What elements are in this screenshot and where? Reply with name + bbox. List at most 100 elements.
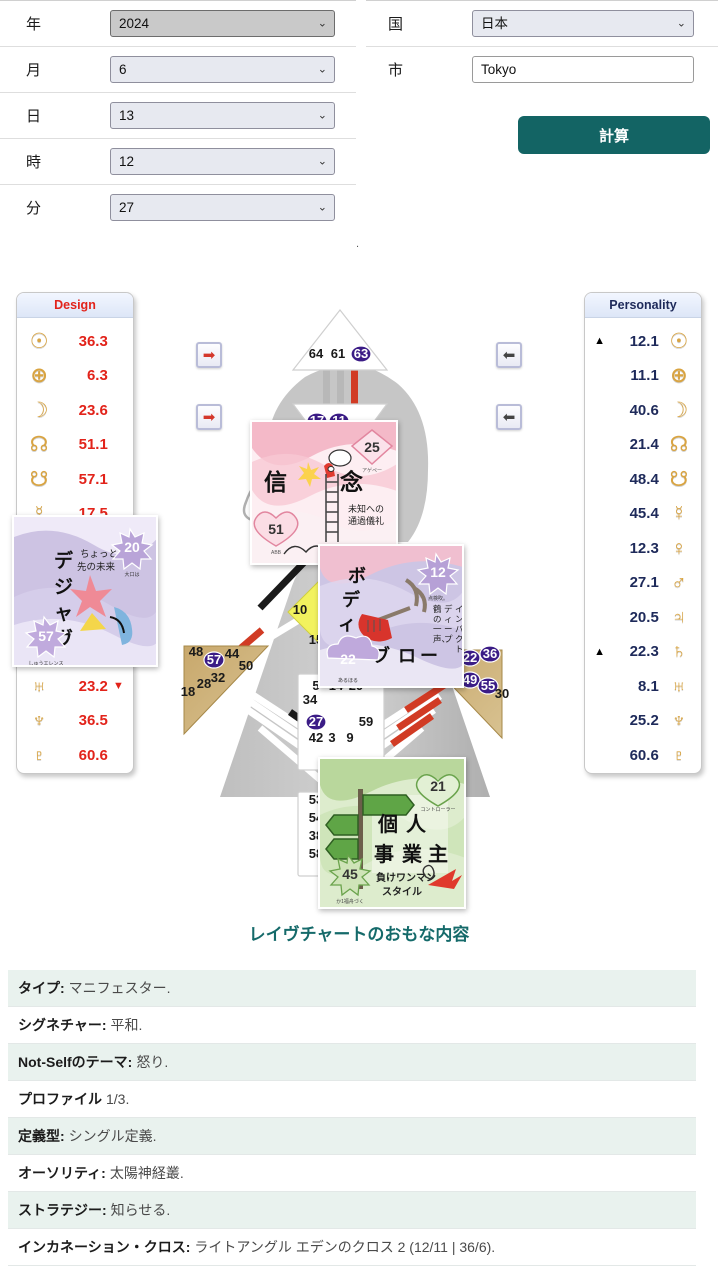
gate-64[interactable]: 64: [309, 346, 324, 361]
gate-5[interactable]: 5: [312, 678, 319, 693]
gate-number-27: 27: [309, 714, 323, 729]
planet-value-design-4: 57.1: [78, 470, 108, 488]
design-panel-header: Design: [17, 293, 133, 318]
info-label-1: シグネチャー:: [18, 1017, 107, 1033]
form-label-3: 時: [26, 154, 42, 171]
uranus-icon: ♅: [31, 674, 47, 698]
gate-50[interactable]: 50: [239, 658, 253, 673]
planet-value-design-1: 6.3: [86, 367, 108, 385]
info-label-3: プロファイル: [18, 1091, 102, 1107]
gate-63[interactable]: 63: [350, 345, 372, 363]
select-wrap-0: 日本⌄: [472, 10, 694, 37]
svg-text:未知への: 未知への: [348, 503, 384, 514]
design-next-bottom-button[interactable]: ➡: [196, 404, 222, 430]
gate-55[interactable]: 55: [477, 677, 499, 695]
svg-text:点検吹。: 点検吹。: [428, 595, 448, 602]
gate-59[interactable]: 59: [359, 714, 373, 729]
svg-text:通過儀礼: 通過儀礼: [348, 515, 384, 526]
earth-icon: ⊕: [30, 364, 48, 388]
planet-row-design-10: ♅23.2▼: [17, 669, 133, 704]
info-value-4: シングル定義.: [68, 1128, 157, 1144]
svg-text:コントローラー: コントローラー: [420, 807, 455, 813]
south-node-icon: ☋: [29, 467, 49, 491]
design-next-top-button[interactable]: ➡: [196, 342, 222, 368]
section-title: レイヴチャートのおもな内容: [248, 925, 470, 944]
gate-44[interactable]: 44: [225, 646, 240, 661]
select-wrap-2: 13⌄: [110, 102, 335, 129]
card-title-4: 個: [377, 813, 398, 836]
personality-prev-top-button[interactable]: ⬅: [496, 342, 522, 368]
gate-48[interactable]: 48: [189, 644, 203, 659]
planet-row-personality-6: 12.3 ♀: [585, 531, 701, 566]
select-dt-1[interactable]: 6: [110, 56, 335, 83]
city-input[interactable]: [472, 56, 694, 83]
info-row-1: シグネチャー: 平和.: [8, 1007, 696, 1044]
gate-18[interactable]: 18: [181, 684, 195, 699]
svg-text:スタイル: スタイル: [382, 886, 422, 898]
saturn-icon: ♄: [671, 640, 687, 664]
gate-32[interactable]: 32: [211, 670, 225, 685]
svg-text:パ: パ: [455, 624, 464, 634]
svg-text:ABB: ABB: [271, 550, 282, 556]
gate-number-22: 22: [463, 650, 477, 665]
select-dt-3[interactable]: 12: [110, 148, 335, 175]
gate-number-28: 28: [197, 676, 211, 691]
calculate-button[interactable]: 計算: [518, 116, 710, 154]
sun-icon: ☉: [29, 329, 49, 353]
gate-10[interactable]: 10: [293, 602, 307, 617]
venus-icon: ♀: [671, 536, 687, 560]
planet-row-personality-3: 21.4☊: [585, 428, 701, 463]
gate-highlight-55: [477, 677, 499, 695]
gate-28[interactable]: 28: [197, 676, 211, 691]
svg-text:主: 主: [428, 842, 448, 866]
planet-value-design-10: 23.2: [78, 677, 108, 695]
info-row-0: タイプ: マニフェスター.: [8, 970, 696, 1007]
mercury-icon: ☿: [671, 502, 687, 526]
gate-number-36: 36: [483, 646, 497, 661]
planet-row-personality-11: 25.2♆: [585, 704, 701, 739]
select-dt-4[interactable]: 27: [110, 194, 335, 221]
planet-row-personality-0: ▲12.1☉: [585, 324, 701, 359]
card-title-1: デ: [54, 549, 74, 572]
gate-number-30: 30: [495, 686, 509, 701]
svg-text:声、: 声、: [433, 634, 450, 644]
planet-row-design-0: ☉36.3: [17, 324, 133, 359]
select-dt-2[interactable]: 13: [110, 102, 335, 129]
neptune-icon: ♆: [671, 709, 687, 733]
svg-text:ィ: ィ: [444, 614, 453, 624]
mars-icon: ♂: [671, 571, 687, 595]
body-blow-card[interactable]: ボ デ ィ ー ブ ロ ー 鶴: [318, 544, 464, 688]
select-dt-0[interactable]: 2024: [110, 10, 335, 37]
gate-9[interactable]: 9: [346, 730, 353, 745]
exalt-detriment-arrow-icon: ▲: [594, 335, 606, 348]
form-label-1: 市: [388, 62, 404, 79]
gate-27[interactable]: 27: [305, 713, 327, 731]
info-row-7: インカネーション・クロス: ライトアングル エデンのクロス 2 (12/11 |…: [8, 1229, 696, 1266]
shinnen-card[interactable]: 信 念 未知への: [250, 420, 398, 565]
earth-icon: ⊕: [670, 364, 688, 388]
gate-42[interactable]: 42: [309, 730, 323, 745]
gate-57[interactable]: 57: [203, 651, 225, 669]
gate-highlight-27: [305, 713, 327, 731]
gate-3[interactable]: 3: [328, 730, 335, 745]
select-loc-0[interactable]: 日本: [472, 10, 694, 37]
gate-22[interactable]: 22: [459, 649, 481, 667]
svg-text:鶴: 鶴: [433, 604, 442, 614]
kojin-jigyonushi-card[interactable]: 個 人 事 業 主 負けワンマン スタイル 21 コントローラー 45 か1福舟…: [318, 757, 466, 909]
gate-number-44: 44: [225, 646, 240, 661]
gate-highlight-36: [479, 645, 501, 663]
info-value-2: 怒り.: [136, 1054, 169, 1070]
jupiter-icon: ♃: [671, 605, 687, 629]
form-label-0: 国: [388, 16, 404, 33]
gate-36[interactable]: 36: [479, 645, 501, 663]
deja-vu-card[interactable]: デ ジ ャ ヴ ちょっと 先の未来 20 大口は 57 しゅうエレンス: [12, 515, 158, 667]
select-wrap-4: 27⌄: [110, 194, 335, 221]
gate-61[interactable]: 61: [331, 346, 345, 361]
personality-prev-bottom-button[interactable]: ⬅: [496, 404, 522, 430]
info-row-5: オーソリティ: 太陽神経叢.: [8, 1155, 696, 1192]
planet-value-personality-6: 12.3: [629, 539, 659, 557]
gate-49[interactable]: 49: [459, 671, 481, 689]
gate-30[interactable]: 30: [495, 686, 509, 701]
gate-34[interactable]: 34: [303, 692, 318, 707]
card-badge-1-bottom: 57: [38, 628, 54, 644]
